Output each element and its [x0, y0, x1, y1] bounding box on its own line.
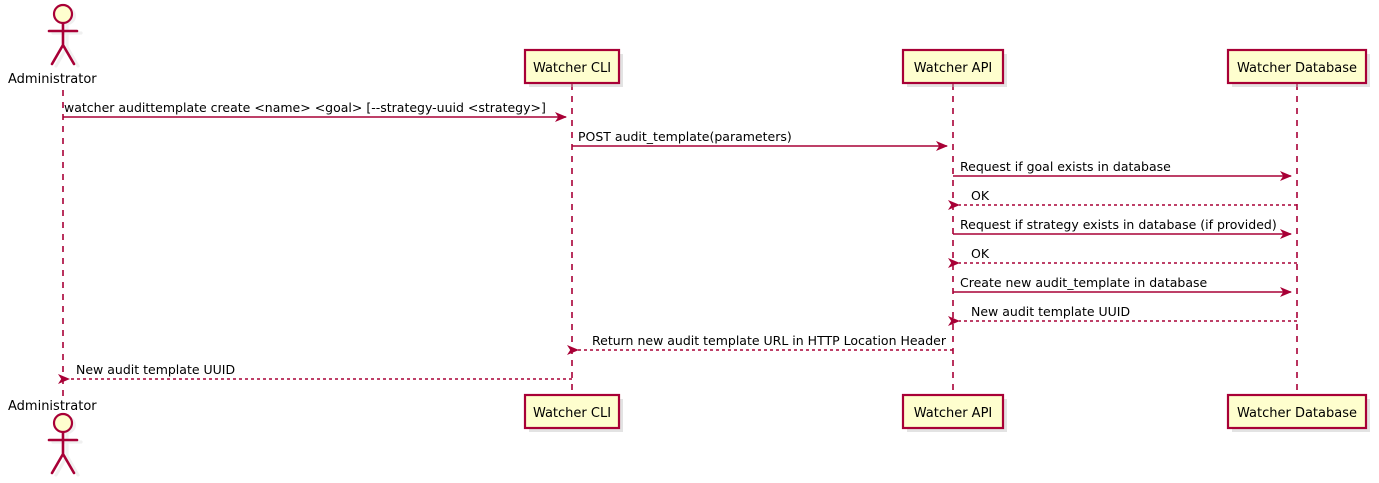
participant-label-administrator-bottom: Administrator	[8, 399, 97, 414]
participant-watcher-database-bottom[interactable]: Watcher Database	[1226, 393, 1370, 432]
message-label: OK	[971, 188, 990, 203]
participant-watcher-api-bottom[interactable]: Watcher API	[901, 393, 1007, 432]
lifelines	[62, 84, 1298, 396]
message-8[interactable]: New audit template UUID	[948, 304, 1297, 326]
participant-watcher-cli-bottom[interactable]: Watcher CLI	[523, 393, 623, 432]
participant-box[interactable]	[523, 48, 621, 85]
message-9[interactable]: Return new audit template URL in HTTP Lo…	[567, 333, 953, 355]
participant-box[interactable]	[901, 48, 1005, 85]
participant-label-watcher-database-top: Watcher Database	[1237, 61, 1357, 76]
actor-head-icon	[52, 3, 74, 25]
participant-box[interactable]	[901, 393, 1005, 430]
message-3[interactable]: Request if goal exists in database	[953, 159, 1292, 181]
participant-watcher-cli-top[interactable]: Watcher CLI	[523, 48, 623, 87]
actor-body-icon	[47, 22, 79, 66]
participant-box[interactable]	[1226, 393, 1368, 430]
actor-body-icon	[47, 431, 79, 475]
message-label: Return new audit template URL in HTTP Lo…	[592, 333, 947, 348]
participant-box[interactable]	[523, 393, 621, 430]
participant-watcher-api-top[interactable]: Watcher API	[901, 48, 1007, 87]
message-7[interactable]: Create new audit_template in database	[953, 275, 1292, 297]
participant-label-watcher-api-top: Watcher API	[914, 61, 993, 76]
actor-administrator-bottom[interactable]	[47, 412, 83, 477]
message-label: POST audit_template(parameters)	[578, 129, 792, 144]
message-5[interactable]: Request if strategy exists in database (…	[953, 217, 1292, 239]
actor-head-icon	[52, 412, 74, 434]
message-label: Create new audit_template in database	[960, 275, 1207, 290]
participant-label-watcher-database-bottom: Watcher Database	[1237, 406, 1357, 421]
message-6[interactable]: OK	[948, 246, 1297, 268]
message-label: Request if strategy exists in database (…	[960, 217, 1277, 232]
message-label: watcher audittemplate create <name> <goa…	[64, 100, 546, 115]
message-4[interactable]: OK	[948, 188, 1297, 210]
message-1[interactable]: watcher audittemplate create <name> <goa…	[63, 100, 567, 122]
message-label: New audit template UUID	[76, 362, 235, 377]
participant-label-watcher-cli-top: Watcher CLI	[533, 61, 611, 76]
message-label: New audit template UUID	[971, 304, 1130, 319]
actor-administrator-top[interactable]	[47, 3, 83, 68]
message-10[interactable]: New audit template UUID	[58, 362, 572, 384]
participant-box[interactable]	[1226, 48, 1368, 85]
message-label: Request if goal exists in database	[960, 159, 1171, 174]
participant-label-watcher-cli-bottom: Watcher CLI	[533, 406, 611, 421]
participant-label-administrator-top: Administrator	[8, 72, 97, 87]
participant-watcher-database-top[interactable]: Watcher Database	[1226, 48, 1370, 87]
message-2[interactable]: POST audit_template(parameters)	[572, 129, 948, 151]
participant-label-watcher-api-bottom: Watcher API	[914, 406, 993, 421]
message-label: OK	[971, 246, 990, 261]
